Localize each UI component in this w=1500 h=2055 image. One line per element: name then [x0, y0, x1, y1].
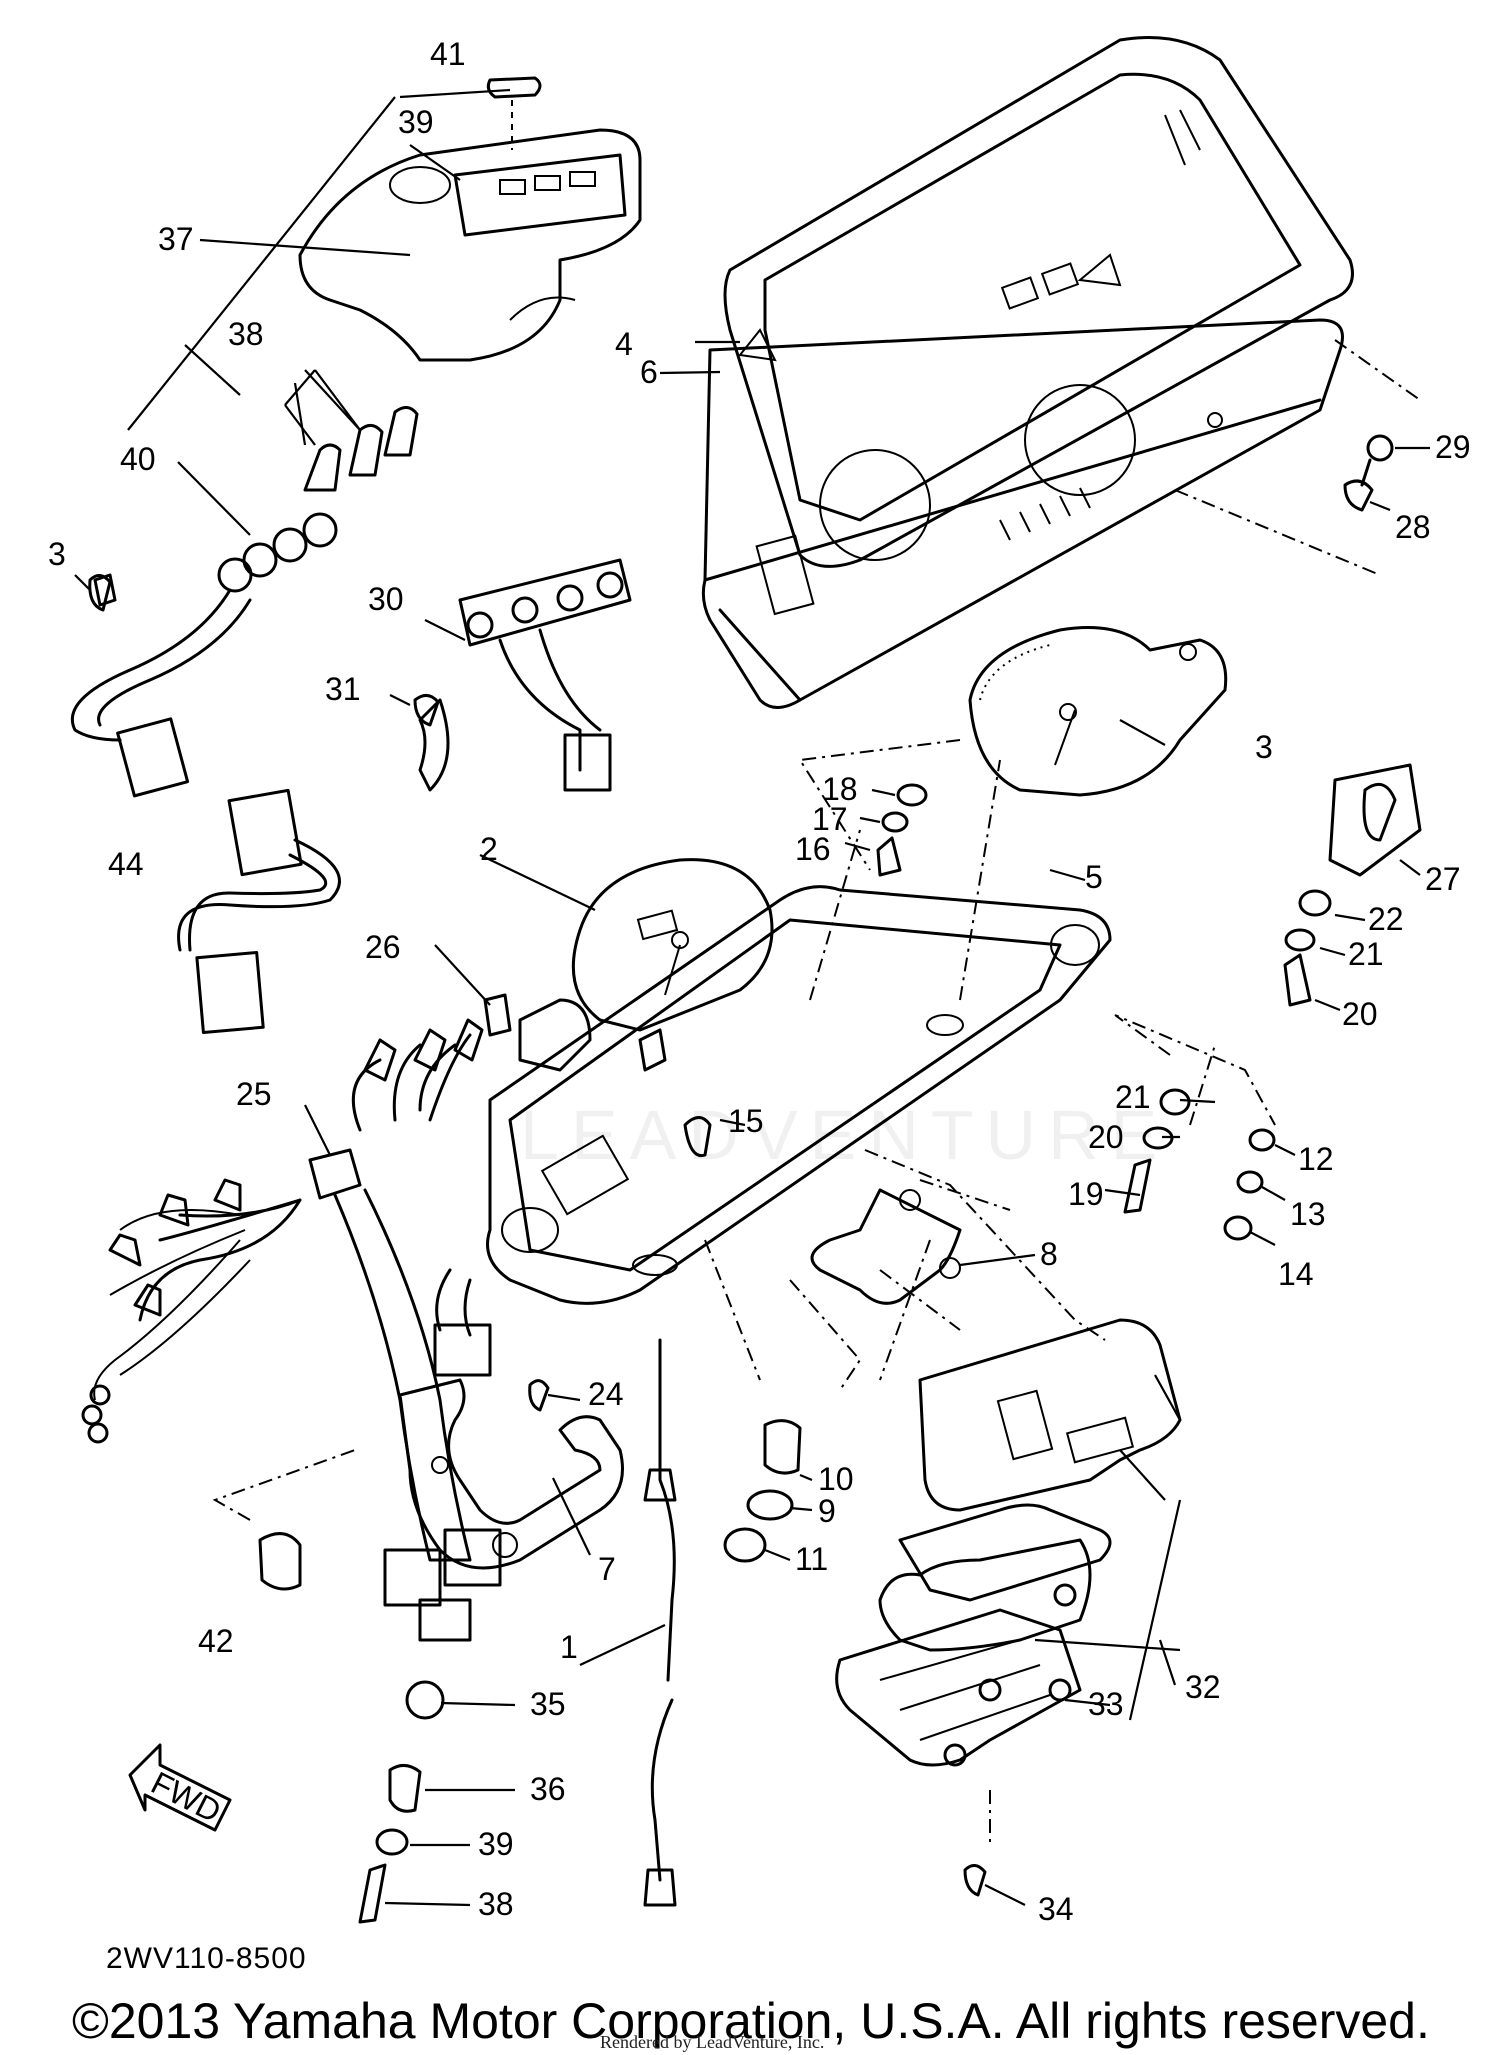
bracket-7 [398, 1378, 624, 1570]
callout-1: 1 [560, 1629, 578, 1665]
callout-18: 18 [822, 771, 858, 807]
callout-17: 17 [812, 801, 848, 837]
callout-15: 15 [728, 1103, 764, 1139]
callout-23: 25 [236, 1076, 272, 1112]
callout-4: 4 [615, 326, 633, 362]
callout-37: 42 [198, 1623, 234, 1659]
callout-27: 29 [1435, 429, 1471, 465]
callout-24: 26 [365, 929, 401, 965]
callout-9: 9 [818, 1493, 836, 1529]
callout-44: 44 [108, 846, 144, 882]
callout-11: 11 [795, 1541, 828, 1577]
meter-housing [701, 318, 1344, 709]
callout-25: 27 [1425, 861, 1461, 897]
callout-21b: 21 [1115, 1079, 1151, 1115]
callout-31: 33 [1088, 1686, 1124, 1722]
callout-7: 7 [598, 1551, 616, 1587]
callout-33: 35 [530, 1686, 566, 1722]
svg-text:FWD: FWD [146, 1764, 227, 1829]
speedometer [518, 858, 774, 1072]
callout-3b: 3 [1255, 729, 1273, 765]
callout-3a: 3 [48, 536, 66, 572]
small-parts [88, 434, 1394, 1924]
callout-12: 12 [1298, 1141, 1334, 1177]
callout-30: 32 [1185, 1669, 1221, 1705]
bracket-8 [810, 1188, 962, 1305]
callout-40: 39 [398, 104, 434, 140]
callout-26: 28 [1395, 509, 1431, 545]
switch-25 [1328, 763, 1422, 877]
callout-16: 16 [795, 831, 831, 867]
callout-19b: 19 [1068, 1176, 1104, 1212]
callout-5: 5 [1085, 859, 1103, 895]
callout-29: 31 [325, 671, 361, 707]
socket-assembly [418, 558, 632, 792]
callout-labels: 41 39 37 38 40 3 30 31 44 2 26 25 15 24 … [48, 36, 1471, 1927]
callout-42: 41 [430, 36, 466, 72]
callout-2: 2 [480, 831, 498, 867]
callout-28: 30 [368, 581, 404, 617]
dashed-guides [212, 339, 1421, 1845]
callout-19a: 20 [1342, 996, 1378, 1032]
callout-34: 36 [530, 1771, 566, 1807]
fwd-arrow: FWD [128, 1743, 232, 1832]
callout-36: 39 [478, 1826, 514, 1862]
callout-39: 38 [228, 316, 264, 352]
main-harness [81, 1018, 502, 1642]
watermark: LEADVENTURE [520, 1096, 1170, 1174]
callout-10: 10 [818, 1461, 854, 1497]
callout-41: 40 [120, 441, 156, 477]
copyright: ©2013 Yamaha Motor Corporation, U.S.A. A… [72, 1993, 1430, 2049]
callout-6: 6 [640, 354, 658, 390]
callout-32: 34 [1038, 1891, 1074, 1927]
bulbs [303, 406, 419, 492]
indicator-assembly [298, 76, 642, 362]
meter-case [486, 885, 1112, 1305]
callout-21a: 22 [1368, 901, 1404, 937]
callout-22: 24 [588, 1376, 624, 1412]
speedo-cable [643, 1338, 677, 1907]
indicator-light-30 [835, 1318, 1182, 1767]
callout-20b: 20 [1088, 1119, 1124, 1155]
callout-13: 13 [1290, 1196, 1326, 1232]
leader-lines [74, 88, 1430, 1907]
tachometer [968, 626, 1228, 797]
callout-35: 38 [478, 1886, 514, 1922]
socket-harness [70, 512, 338, 798]
diagram-code: 2WV110-8500 [106, 1942, 307, 1975]
callout-38: 37 [158, 221, 194, 257]
meter-cover [723, 36, 1354, 568]
callout-14: 14 [1278, 1256, 1314, 1292]
callout-8: 8 [1040, 1236, 1058, 1272]
callout-20a: 21 [1348, 936, 1384, 972]
rendered-by: Rendered by LeadVenture, Inc. [600, 2032, 825, 2052]
sub-harness [177, 788, 341, 1034]
